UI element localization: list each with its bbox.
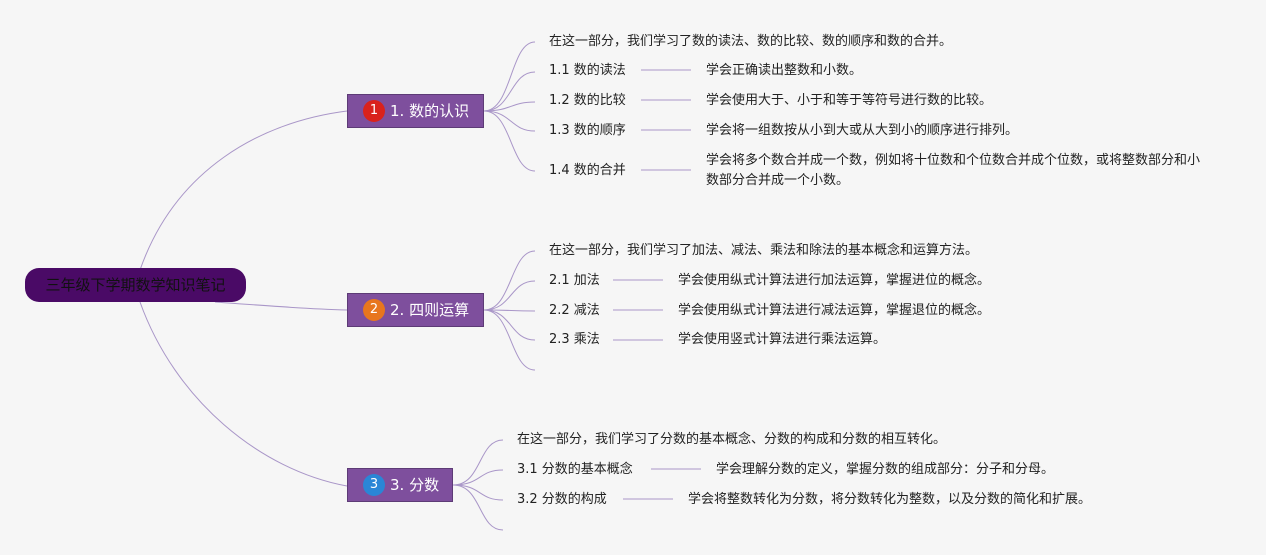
topic-title[interactable]: 3.2 分数的构成 — [517, 492, 607, 507]
number-badge-icon: 2 — [363, 299, 385, 321]
topic-title[interactable]: 1.1 数的读法 — [549, 63, 626, 78]
topic-description: 学会将一组数按从小到大或从大到小的顺序进行排列。 — [706, 123, 1019, 138]
branch-node-2[interactable]: 2 2. 四则运算 — [347, 293, 484, 327]
topic-title[interactable]: 1.2 数的比较 — [549, 93, 626, 108]
topic-title[interactable]: 1.3 数的顺序 — [549, 123, 626, 138]
topic-title[interactable]: 2.2 减法 — [549, 303, 600, 318]
topic-description: 学会正确读出整数和小数。 — [706, 63, 863, 78]
topic-description: 学会将整数转化为分数，将分数转化为整数，以及分数的简化和扩展。 — [688, 492, 1092, 507]
branch-summary: 在这一部分，我们学习了分数的基本概念、分数的构成和分数的相互转化。 — [517, 432, 947, 447]
number-badge-icon: 1 — [363, 100, 385, 122]
connector-root-b3 — [139, 301, 348, 487]
branch-label: 3. 分数 — [390, 476, 440, 494]
topic-description: 学会使用竖式计算法进行乘法运算。 — [678, 332, 887, 347]
topic-description: 学会使用纵式计算法进行减法运算，掌握退位的概念。 — [678, 303, 991, 318]
connector-root-b2 — [214, 301, 348, 311]
root-title: 三年级下学期数学知识笔记 — [45, 276, 226, 294]
topic-title[interactable]: 1.4 数的合并 — [549, 163, 626, 178]
number-badge-icon: 3 — [363, 474, 385, 496]
branch-label: 1. 数的认识 — [390, 102, 470, 120]
root-node[interactable]: 三年级下学期数学知识笔记 — [25, 268, 246, 302]
branch-summary: 在这一部分，我们学习了数的读法、数的比较、数的顺序和数的合并。 — [549, 34, 953, 49]
topic-description: 学会使用大于、小于和等于等符号进行数的比较。 — [706, 93, 993, 108]
topic-description: 学会将多个数合并成一个数，例如将十位数和个位数合并成个位数，或将整数部分和小数部… — [706, 153, 1201, 188]
branch-node-3[interactable]: 3 3. 分数 — [347, 468, 453, 502]
topic-description: 学会使用纵式计算法进行加法运算，掌握进位的概念。 — [678, 273, 991, 288]
branch-label: 2. 四则运算 — [390, 301, 470, 319]
branch-summary: 在这一部分，我们学习了加法、减法、乘法和除法的基本概念和运算方法。 — [549, 243, 979, 258]
topic-title[interactable]: 3.1 分数的基本概念 — [517, 462, 633, 477]
topic-title[interactable]: 2.3 乘法 — [549, 332, 600, 347]
topic-description: 学会理解分数的定义，掌握分数的组成部分：分子和分母。 — [716, 462, 1055, 477]
topic-title[interactable]: 2.1 加法 — [549, 273, 600, 288]
branch-node-1[interactable]: 1 1. 数的认识 — [347, 94, 484, 128]
connector-root-b1 — [139, 110, 348, 271]
